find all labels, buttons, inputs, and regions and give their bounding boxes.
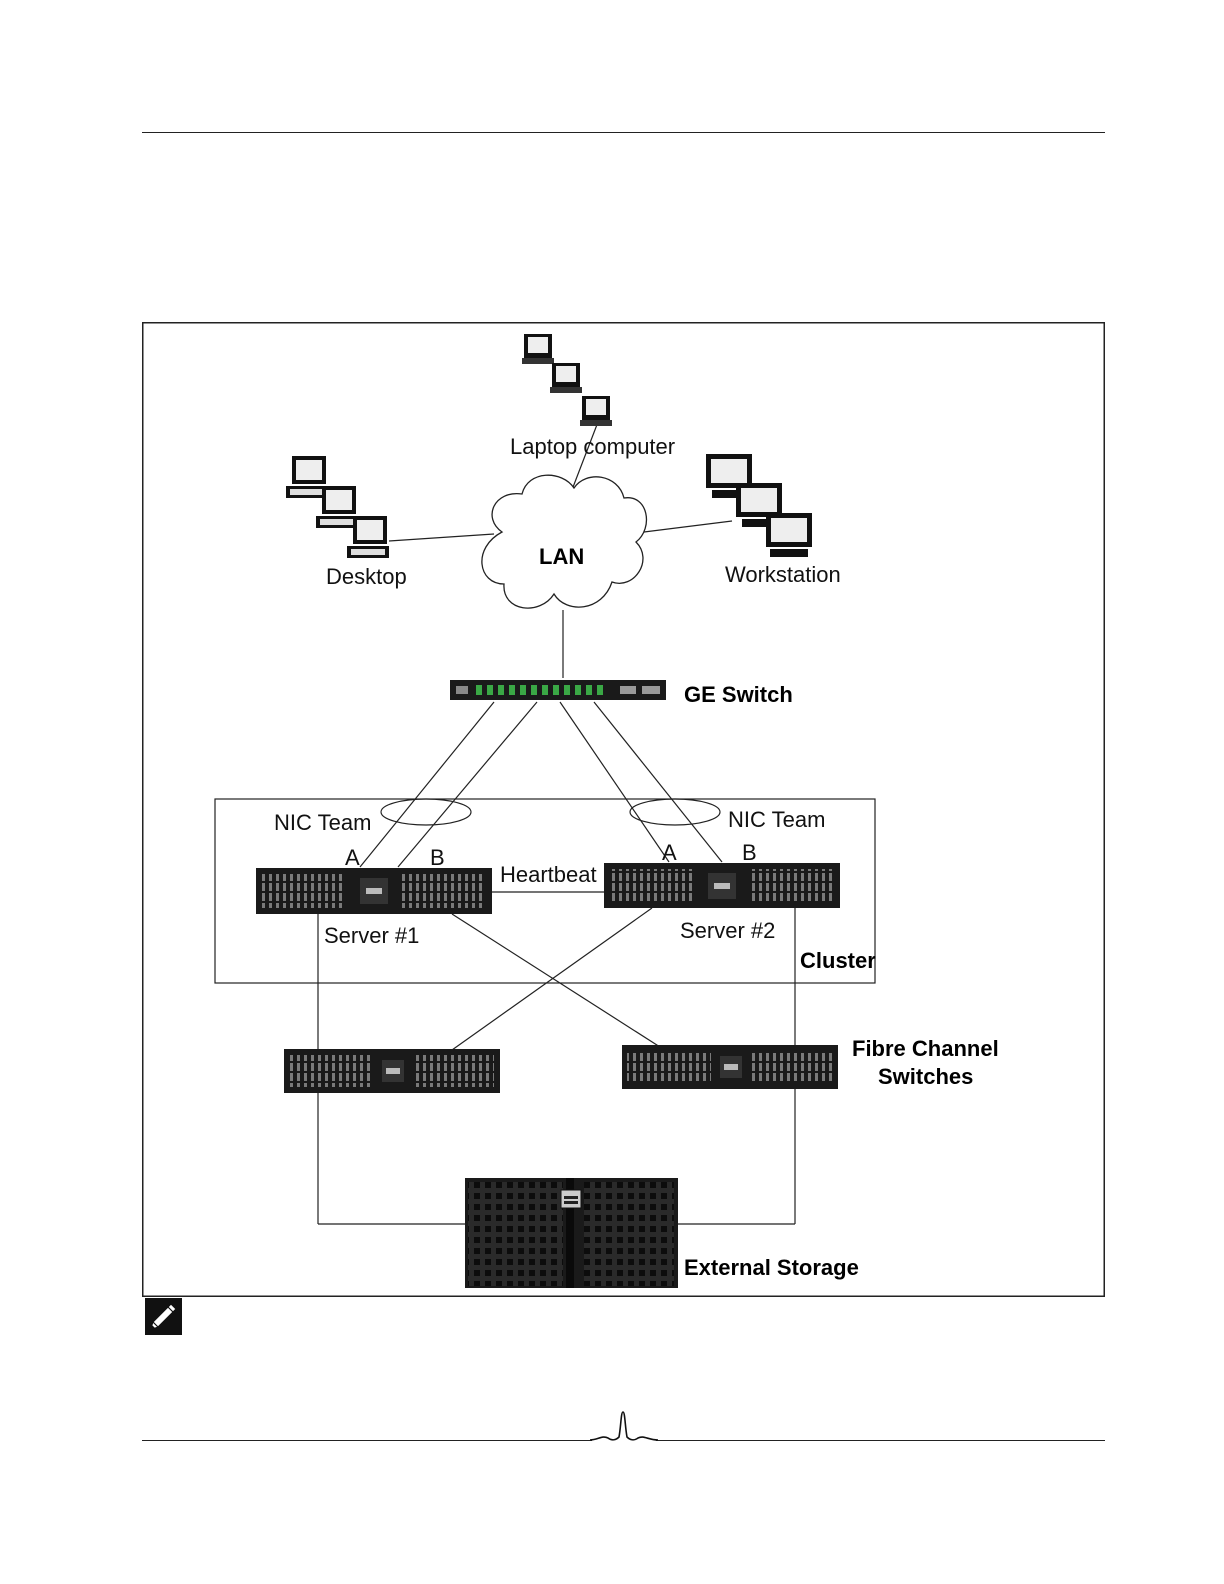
fc-switch-left bbox=[284, 1049, 500, 1093]
note-pencil-icon bbox=[145, 1298, 182, 1335]
server2 bbox=[604, 863, 840, 908]
workstation-computers bbox=[706, 454, 812, 557]
desktop-icon bbox=[347, 516, 389, 558]
server2-label: Server #2 bbox=[680, 918, 775, 943]
port-b-left-label: B bbox=[430, 845, 445, 870]
laptop-computers bbox=[522, 334, 612, 426]
ge-switch bbox=[450, 680, 666, 700]
fc-switch-right bbox=[622, 1045, 838, 1089]
laptop-label: Laptop computer bbox=[510, 434, 675, 459]
header-rule bbox=[142, 132, 1105, 133]
fc-switches-label-line2: Switches bbox=[878, 1064, 973, 1089]
lan-cloud-icon bbox=[482, 475, 647, 608]
port-a-right-label: A bbox=[662, 840, 677, 865]
port-b-right-label: B bbox=[742, 840, 757, 865]
laptop-icon bbox=[522, 334, 554, 364]
cluster-label: Cluster bbox=[800, 948, 876, 973]
network-cluster-diagram: Laptop computer Desktop bbox=[142, 322, 1105, 1297]
port-a-left-label: A bbox=[345, 845, 360, 870]
heartbeat-label: Heartbeat bbox=[500, 862, 597, 887]
desktop-icon bbox=[286, 456, 328, 498]
laptop-icon bbox=[550, 363, 582, 393]
external-storage bbox=[465, 1178, 678, 1288]
desktop-computers bbox=[286, 456, 389, 558]
nic-team-left-label: NIC Team bbox=[274, 810, 371, 835]
lan-label: LAN bbox=[539, 544, 584, 569]
laptop-icon bbox=[580, 396, 612, 426]
fc-switches-label-line1: Fibre Channel bbox=[852, 1036, 999, 1061]
ge-switch-label: GE Switch bbox=[684, 682, 793, 707]
workstation-icon bbox=[766, 513, 812, 557]
external-storage-label: External Storage bbox=[684, 1255, 859, 1280]
server1-label: Server #1 bbox=[324, 923, 419, 948]
nic-team-right-label: NIC Team bbox=[728, 807, 825, 832]
desktop-label: Desktop bbox=[326, 564, 407, 589]
server1 bbox=[256, 868, 492, 914]
workstation-label: Workstation bbox=[725, 562, 841, 587]
waveform-logo-icon bbox=[588, 1408, 660, 1448]
desktop-icon bbox=[316, 486, 358, 528]
nic-team-left-ellipse bbox=[381, 799, 471, 825]
